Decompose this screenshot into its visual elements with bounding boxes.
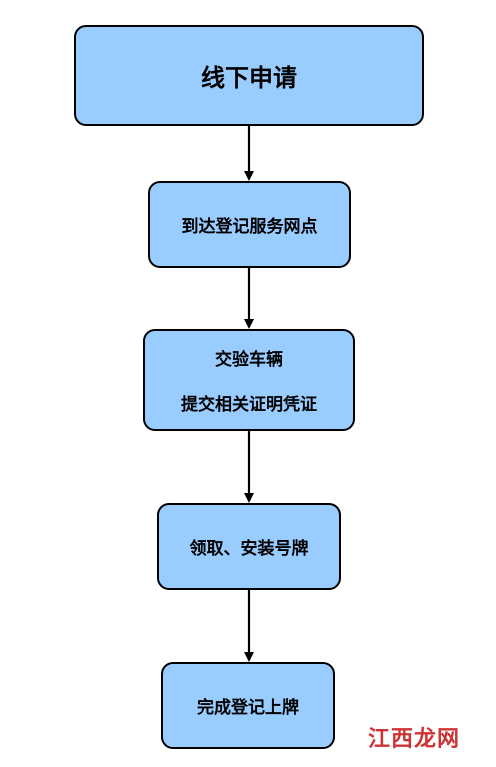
- step-label: 线下申请: [201, 64, 297, 92]
- step-complete-registration: 完成登记上牌: [161, 662, 335, 749]
- step-label: 交验车辆: [215, 350, 283, 370]
- step-label-secondary: 提交相关证明凭证: [181, 395, 317, 415]
- step-arrive-service-point: 到达登记服务网点: [148, 181, 351, 268]
- step-offline-application: 线下申请: [74, 25, 424, 126]
- step-label: 到达登记服务网点: [181, 217, 318, 237]
- step-inspect-vehicle: 交验车辆 提交相关证明凭证: [143, 329, 355, 431]
- step-label: 完成登记上牌: [197, 698, 299, 718]
- watermark-logo: 江西龙网: [367, 726, 460, 752]
- step-label: 领取、安装号牌: [189, 539, 309, 559]
- step-receive-plates: 领取、安装号牌: [157, 503, 341, 590]
